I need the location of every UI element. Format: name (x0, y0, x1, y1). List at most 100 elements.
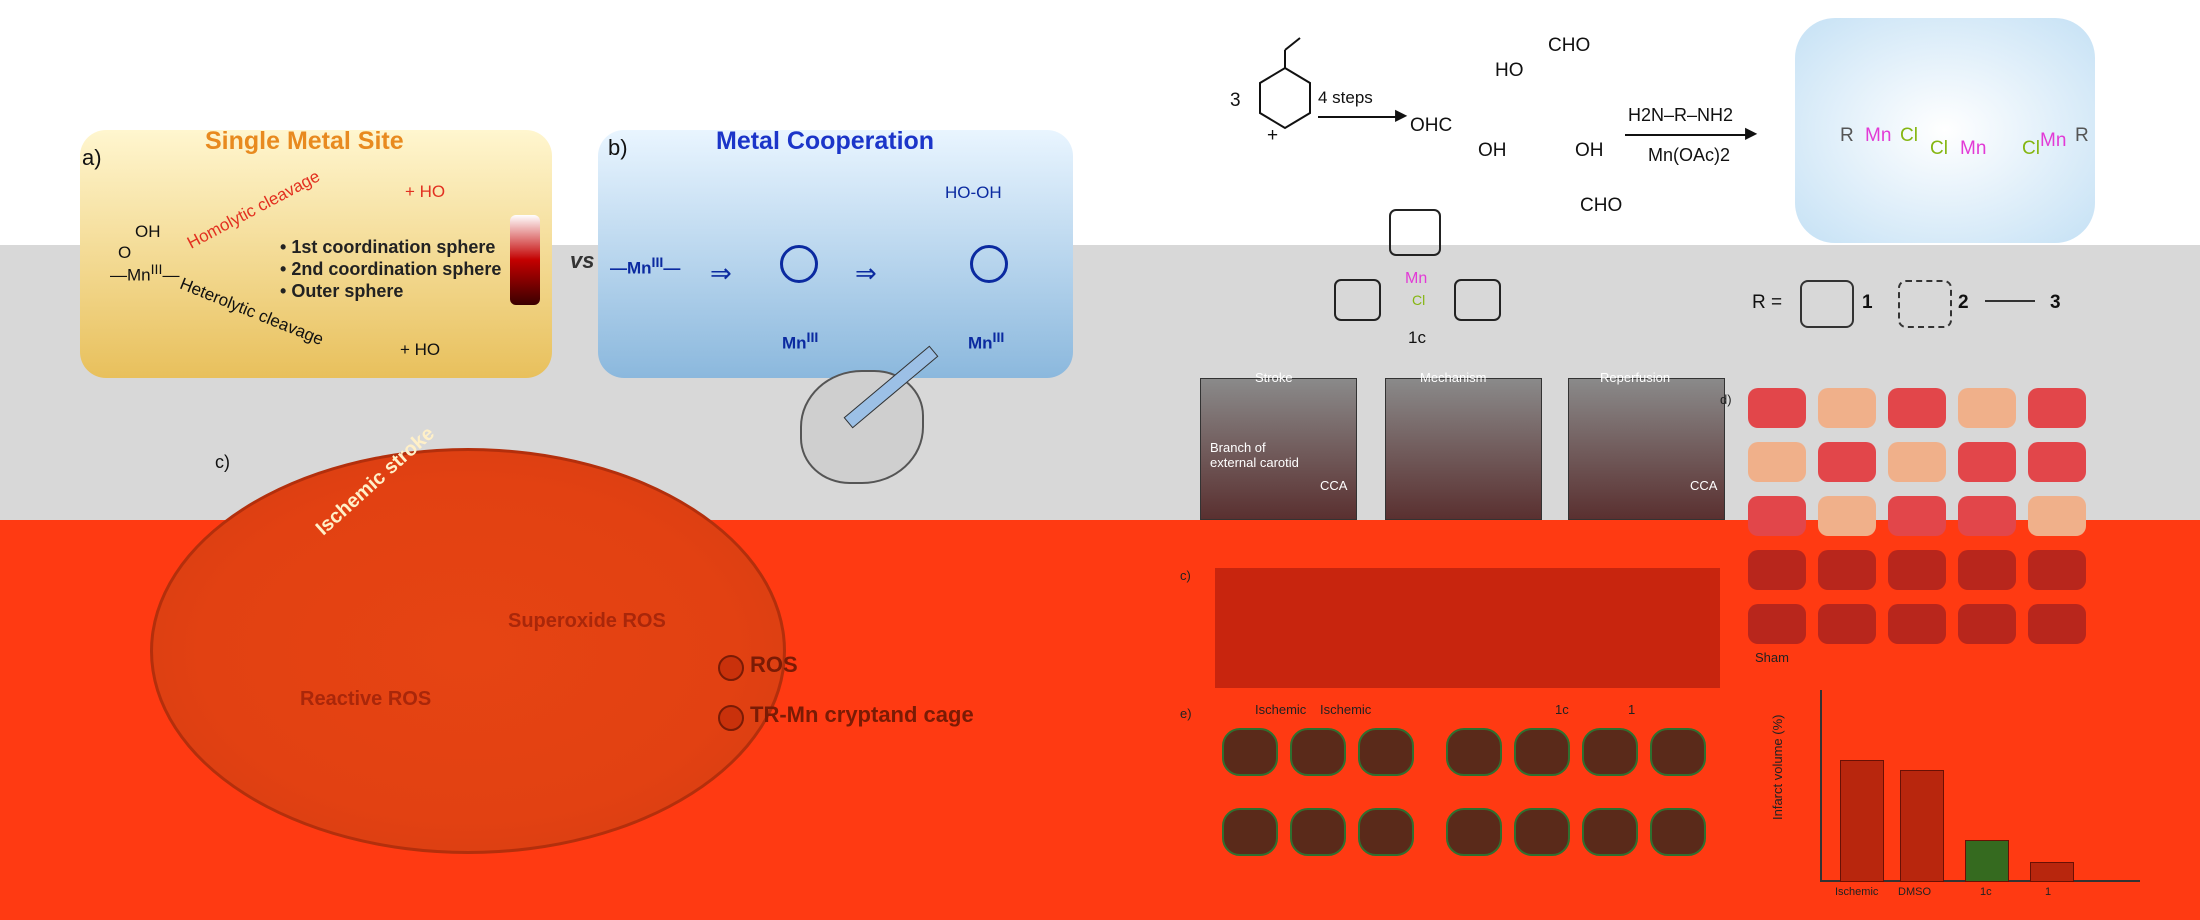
oh-right: OH (1575, 140, 1604, 161)
cho-bottom: CHO (1580, 195, 1623, 216)
arrow-1-head: ▶ (1395, 107, 1408, 124)
cage-mn-1: Mn (1865, 125, 1892, 146)
ohc-left: OHC (1410, 115, 1453, 136)
photo-annotation: Branch of external carotid (1210, 440, 1299, 470)
arrow-2-head: ▶ (1745, 125, 1758, 142)
brain-slice (1358, 728, 1414, 776)
tissue-tile (1748, 442, 1806, 482)
tissue-tile (1888, 388, 1946, 428)
photo-stroke (1200, 378, 1357, 520)
tissue-tile (1818, 550, 1876, 590)
cage-mn-3: Mn (2040, 130, 2067, 151)
cage-structure (1795, 18, 2095, 243)
arrow-b1: ⇒ (710, 258, 732, 288)
bar-chart-ylabel: Infarct volume (%) (1770, 714, 1785, 820)
cage-circle-2 (970, 245, 1008, 283)
bar-3 (1965, 840, 2009, 882)
legend-ros-marker (718, 655, 744, 681)
tissue-tile (2028, 442, 2086, 482)
panel-c2-tag: c) (1180, 568, 1191, 583)
ho-oh-label: HO-OH (945, 183, 1002, 202)
panel-a-title: Single Metal Site (205, 127, 404, 155)
tissue-tile (2028, 496, 2086, 536)
tissue-tile (1958, 550, 2016, 590)
oh-label: OH (135, 222, 161, 241)
panel-e-col-1: Ischemic (1255, 702, 1307, 717)
legend-ros: ROS (750, 652, 798, 677)
r-item-1: 1 (1862, 292, 1873, 313)
panel-b-title: Metal Cooperation (716, 127, 935, 155)
tissue-tile (1888, 496, 1946, 536)
sphere-item: • Outer sphere (280, 281, 404, 301)
tissue-tile (1958, 442, 2016, 482)
tissue-tile (1748, 496, 1806, 536)
reagent-count: 3 (1230, 90, 1241, 111)
mouse-illustration (800, 370, 924, 484)
photo-label-mechanism: Mechanism (1420, 370, 1487, 385)
ho-top: HO (1495, 60, 1524, 81)
tissue-tile (1818, 604, 1876, 644)
bar-chart-y-axis (1820, 690, 1822, 880)
bar-1 (1840, 760, 1884, 882)
panel-e-col-4: 1 (1628, 702, 1636, 717)
r-item-2: 2 (1958, 292, 1969, 313)
tissue-tile (2028, 388, 2086, 428)
brain-slice (1290, 808, 1346, 856)
complex-label: 1c (1408, 328, 1426, 347)
photo-cca-1: CCA (1320, 478, 1348, 493)
panel-c-tag: c) (215, 452, 230, 472)
photo-reperfusion (1568, 378, 1725, 520)
brain-slice (1514, 728, 1570, 776)
tissue-tile (1888, 550, 1946, 590)
complex-mn: Mn (1405, 270, 1428, 287)
brain-slice (1582, 808, 1638, 856)
brain-slice (1650, 728, 1706, 776)
tissue-tile (1748, 604, 1806, 644)
oh-mid: OH (1478, 140, 1507, 161)
photo-label-reperfusion: Reperfusion (1600, 370, 1671, 385)
tissue-tile (1888, 604, 1946, 644)
legend-cage: TR-Mn cryptand cage (750, 702, 974, 727)
tissue-tile (1818, 388, 1876, 428)
superoxide-label: Superoxide ROS (508, 610, 666, 632)
bar-label-4: 1 (2045, 886, 2052, 898)
panel-e-col-3: 1c (1555, 702, 1569, 717)
panel-e-col-2: Ischemic (1320, 702, 1372, 717)
panel-d-tag: d) (1720, 392, 1732, 407)
amine-label: H2N–R–NH2 (1628, 105, 1734, 125)
cage-cl-3: Cl (2022, 138, 2040, 159)
tissue-tile (1888, 442, 1946, 482)
mn-label-b3: MnIII (968, 330, 1005, 353)
cho-top: CHO (1548, 35, 1591, 56)
panel-c-brain-circle (150, 448, 786, 854)
complex-cl: Cl (1412, 292, 1426, 308)
steps-label: 4 steps (1318, 88, 1373, 107)
brain-slice (1514, 808, 1570, 856)
tissue-tile (2028, 550, 2086, 590)
photo-mechanism (1385, 378, 1542, 520)
r-group-2-structure (1898, 280, 1952, 328)
r-item-3: 3 (2050, 292, 2061, 313)
cage-circle-1 (780, 245, 818, 283)
bar-label-1: Ischemic (1835, 886, 1879, 898)
sphere-item: • 2nd coordination sphere (280, 259, 502, 279)
tissue-tile (1958, 388, 2016, 428)
product-top: + HO (405, 182, 446, 201)
product-bottom: + HO (400, 340, 441, 359)
legend-cage-marker (718, 705, 744, 731)
r-group-1-structure (1800, 280, 1854, 328)
brain-slice (1290, 728, 1346, 776)
vs-label: vs (570, 248, 595, 273)
cage-r-left: R (1840, 125, 1854, 146)
arrow-b2: ⇒ (855, 258, 877, 288)
tissue-tile (2028, 604, 2086, 644)
fenton-label: Reactive ROS (300, 688, 432, 710)
mn-label-b1: —MnIII— (610, 255, 681, 278)
anisole-structure (1259, 37, 1311, 130)
bar-label-2: DMSO (1898, 886, 1931, 898)
tissue-tile (1748, 550, 1806, 590)
tissue-tile (1818, 442, 1876, 482)
brain-slice (1650, 808, 1706, 856)
gradient-bar (510, 215, 540, 305)
brain-slice (1446, 728, 1502, 776)
